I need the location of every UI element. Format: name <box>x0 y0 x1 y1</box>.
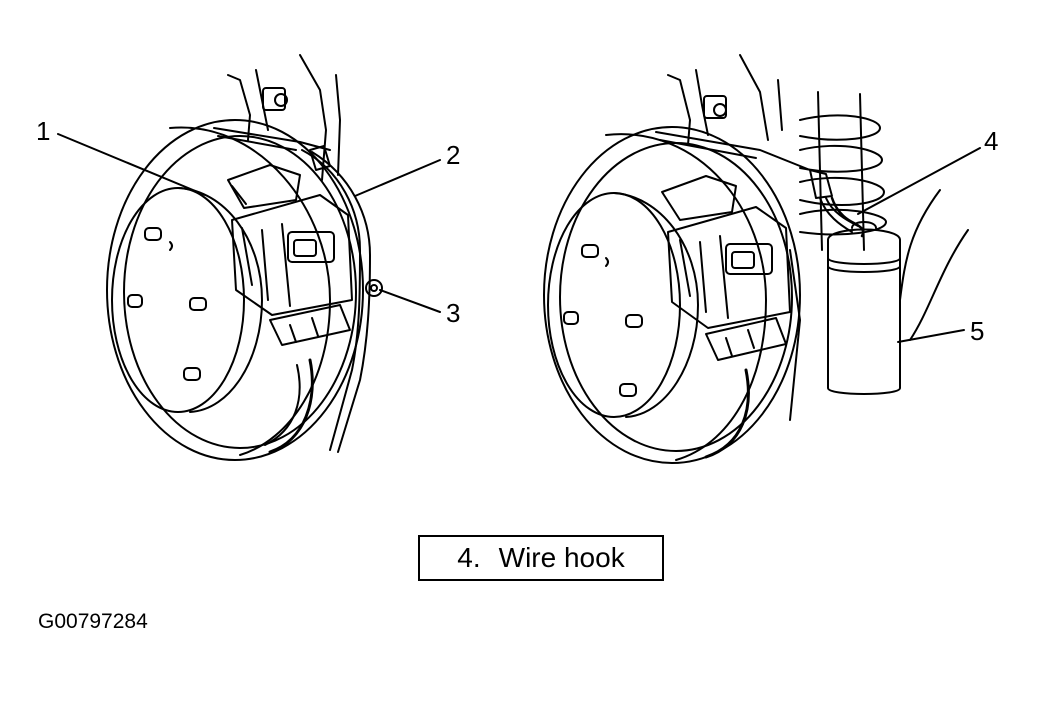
callout-4: 4 <box>984 126 999 156</box>
leader-lines-left <box>57 133 441 313</box>
leader-lines-right <box>857 147 981 343</box>
callout-5: 5 <box>970 316 985 346</box>
legend-number: 4. <box>457 542 481 573</box>
legend-box: 4. Wire hook <box>418 535 664 581</box>
figure-id: G00797284 <box>38 610 148 633</box>
callout-1: 1 <box>36 116 51 146</box>
left-brake-assembly <box>106 54 383 461</box>
callout-3: 3 <box>446 298 461 328</box>
legend-text: Wire hook <box>498 542 625 573</box>
right-brake-assembly <box>543 54 969 464</box>
callout-2: 2 <box>446 140 461 170</box>
